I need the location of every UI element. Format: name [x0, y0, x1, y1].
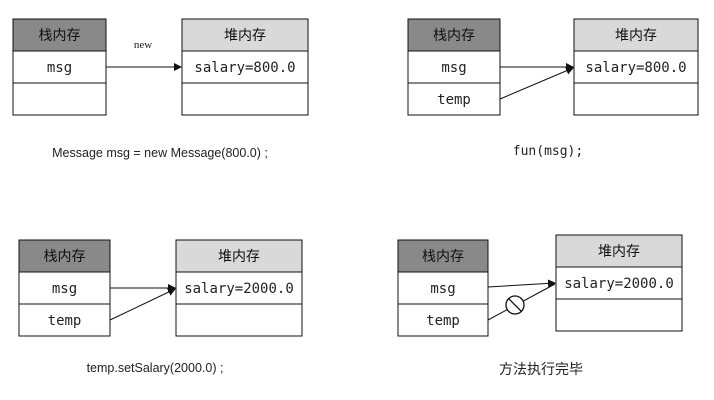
temp-cell: temp [426, 313, 460, 329]
panel-4: 栈内存 msg temp 堆内存 salary=2000.0 方法执行完毕 [397, 234, 683, 378]
stack-box: 栈内存 msg temp [18, 239, 111, 337]
temp-cell: temp [437, 92, 471, 108]
heap-header: 堆内存 [598, 244, 640, 260]
heap-box: 堆内存 salary=2000.0 [555, 234, 683, 332]
heap-header: 堆内存 [615, 28, 657, 44]
msg-cell: msg [441, 60, 466, 76]
stack-header: 栈内存 [422, 249, 464, 265]
caption: 方法执行完毕 [499, 362, 583, 378]
panel-1: 栈内存 msg 堆内存 salary=800.0 new Message msg… [12, 18, 309, 160]
heap-value: salary=2000.0 [184, 281, 294, 297]
stack-header: 栈内存 [44, 249, 86, 265]
new-label: new [134, 39, 152, 51]
temp-cell: temp [48, 313, 82, 329]
stack-header: 栈内存 [39, 28, 81, 44]
heap-value: salary=800.0 [585, 60, 686, 76]
stack-header: 栈内存 [433, 28, 475, 44]
heap-value: salary=2000.0 [564, 276, 674, 292]
cut-link-icon [505, 295, 525, 315]
stack-box: 栈内存 msg temp [397, 239, 489, 337]
msg-cell: msg [52, 281, 77, 297]
msg-reference-arrow [487, 279, 556, 288]
msg-cell: msg [430, 281, 455, 297]
heap-box: 堆内存 salary=800.0 [573, 18, 699, 116]
heap-box: 堆内存 salary=800.0 [181, 18, 309, 116]
caption: temp.setSalary(2000.0) ; [87, 361, 224, 375]
temp-reference-arrow [109, 288, 176, 321]
heap-header: 堆内存 [218, 249, 260, 265]
heap-value: salary=800.0 [194, 60, 295, 76]
panel-2: 栈内存 msg temp 堆内存 salary=800.0 fun(msg); [407, 18, 699, 159]
stack-box: 栈内存 msg temp [407, 18, 501, 116]
temp-reference-arrow [499, 67, 574, 100]
stack-box: 栈内存 msg [12, 18, 107, 116]
heap-header: 堆内存 [224, 28, 266, 44]
heap-box: 堆内存 salary=2000.0 [175, 239, 303, 337]
caption: Message msg = new Message(800.0) ; [52, 146, 268, 160]
msg-cell: msg [47, 60, 72, 76]
caption: fun(msg); [513, 144, 583, 159]
panel-3: 栈内存 msg temp 堆内存 salary=2000.0 temp.setS… [18, 239, 303, 375]
